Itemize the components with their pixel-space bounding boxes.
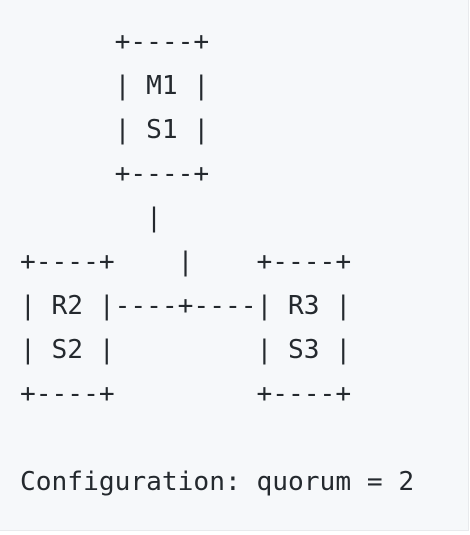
node-m1-bottom-border: +----+ (20, 159, 210, 189)
node-m1-top-border: +----+ (20, 27, 210, 57)
blank-line (20, 416, 414, 460)
nodes-r2-r3-top-border: +----+ | +----+ (20, 247, 352, 277)
nodes-s2-s3-labels: | S2 | | S3 | (20, 335, 352, 365)
vertical-connector: | (20, 203, 162, 233)
nodes-r2-r3-link: | R2 |----+----| R3 | (20, 291, 352, 321)
configuration-quorum-text: Configuration: quorum = 2 (20, 467, 415, 497)
node-m1-label: | M1 | (20, 71, 210, 101)
ascii-topology-diagram: +----+ | M1 | | S1 | +----+ | +----+ | +-… (20, 20, 414, 504)
nodes-r2-r3-bottom-border: +----+ +----+ (20, 379, 352, 409)
node-s1-label: | S1 | (20, 115, 210, 145)
